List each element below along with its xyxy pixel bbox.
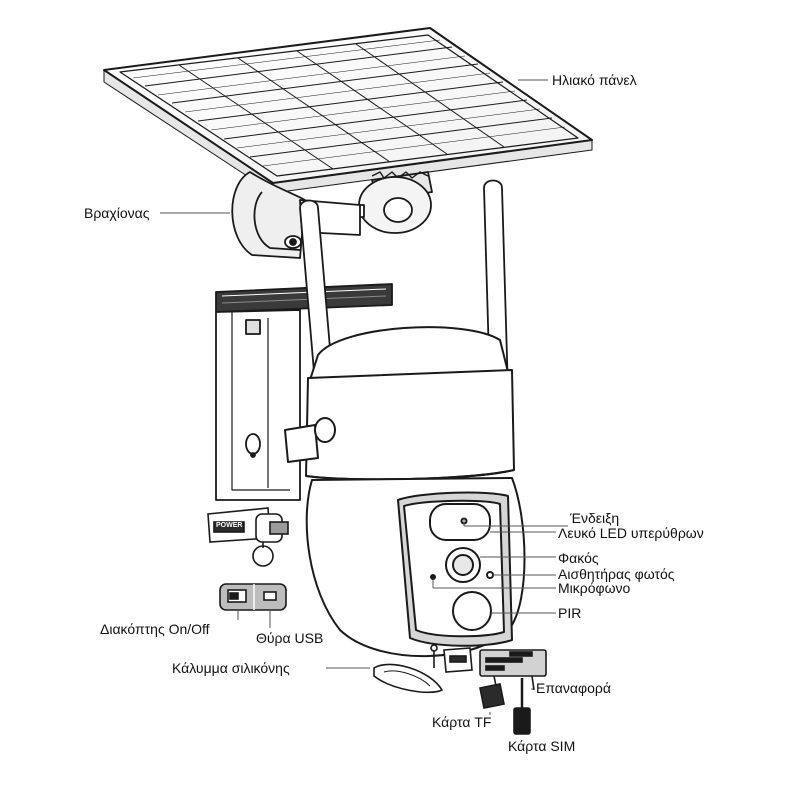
label-tf-card: Κάρτα TF	[432, 714, 492, 730]
leader-lines	[160, 79, 568, 715]
power-badge-text: POWER	[216, 522, 243, 529]
solar-panel	[103, 27, 593, 194]
label-reset: Επαναφορά	[536, 680, 611, 696]
label-on-off-switch: Διακόπτης On/Off	[100, 621, 210, 637]
label-lens: Φακός	[558, 550, 599, 566]
label-light-sensor: Αισθητήρας φωτός	[558, 566, 675, 582]
camera-body	[284, 326, 526, 658]
label-sim-card: Κάρτα SIM	[508, 738, 576, 754]
label-usb-port: Θύρα USB	[256, 630, 324, 646]
battery-mount	[215, 283, 393, 501]
label-silicone-cover: Κάλυμμα σιλικόνης	[172, 660, 290, 676]
label-white-led: Λευκό LED υπερύθρων	[558, 525, 704, 541]
label-bracket: Βραχίονας	[84, 205, 150, 221]
label-solar-panel: Ηλιακό πάνελ	[552, 72, 637, 88]
label-microphone: Μικρόφωνο	[558, 580, 631, 596]
label-indicator: Ένδειξη	[570, 510, 620, 526]
power-switch-assembly	[207, 507, 289, 611]
label-pir: PIR	[558, 605, 582, 621]
card-slot-assembly	[373, 644, 547, 735]
